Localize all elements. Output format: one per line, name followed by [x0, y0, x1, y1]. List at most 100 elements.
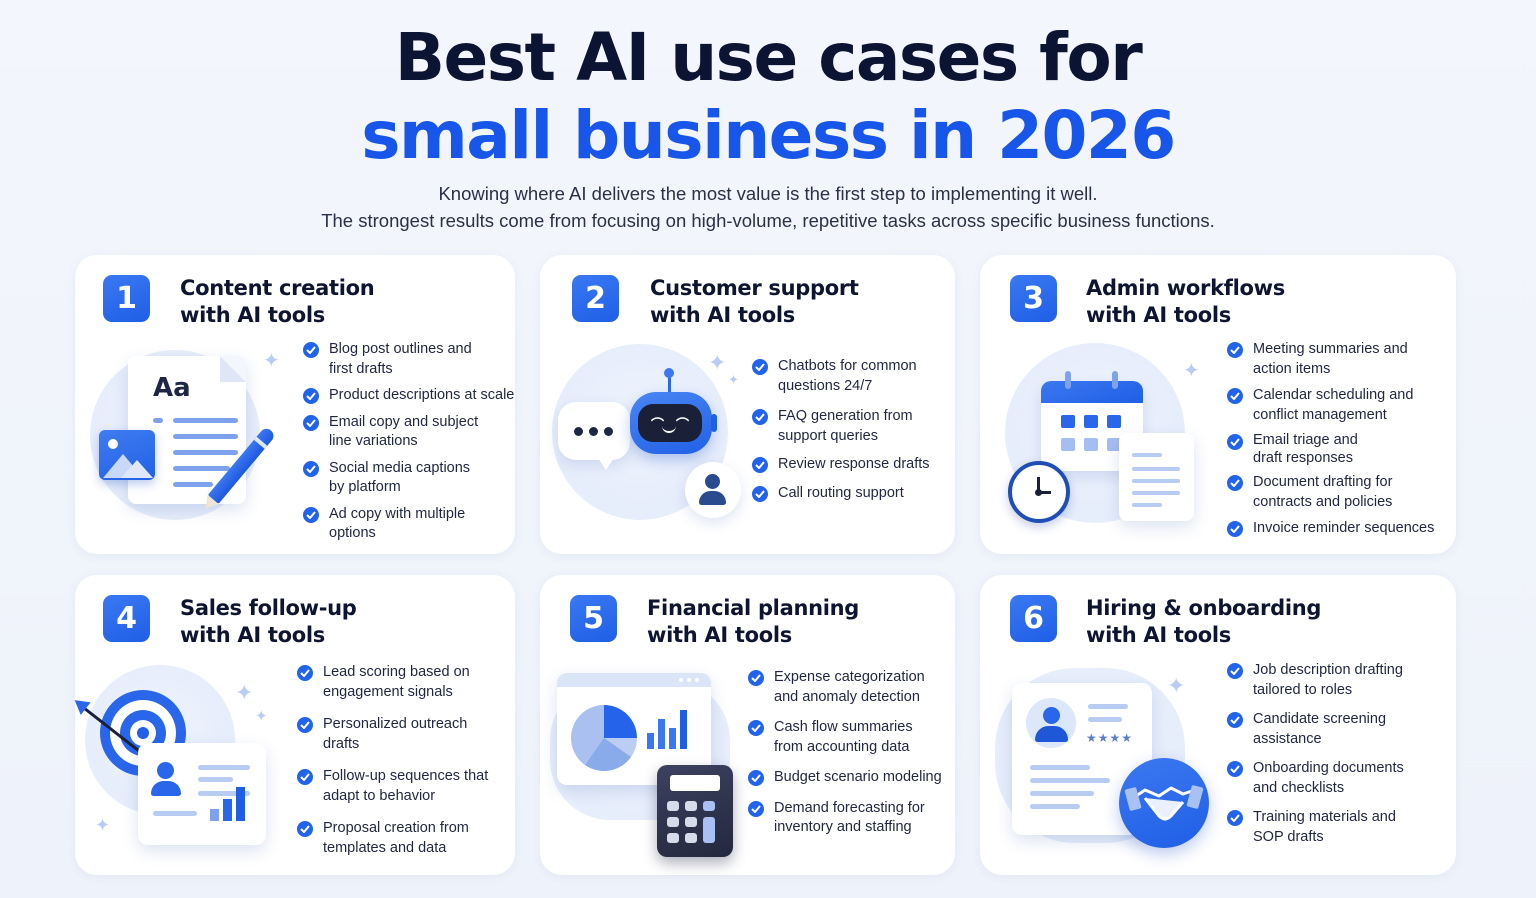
target-profile-chart-icon: ✦ ✦ ✦	[69, 665, 290, 855]
card-title-line-1: Financial planning	[647, 596, 860, 620]
check-circle-icon	[1227, 475, 1243, 491]
check-circle-icon	[1227, 810, 1243, 826]
card-hiring-onboarding: 6 Hiring & onboarding with AI tools ✦ ★★…	[980, 575, 1456, 875]
card-title-line-2: with AI tools	[650, 303, 795, 327]
list-item: Review response drafts	[752, 455, 930, 475]
profile-card-icon	[138, 743, 266, 845]
number-badge: 1	[103, 275, 150, 322]
check-circle-icon	[1227, 521, 1243, 537]
card-title-line-1: Sales follow-up	[180, 596, 357, 620]
subtitle-line-2: The strongest results come from focusing…	[321, 210, 1215, 231]
card-financial-planning: 5 Financial planning with AI tools	[540, 575, 955, 875]
list-item: Product descriptions at scale	[303, 386, 514, 406]
calendar-clock-document-icon: ✦	[1000, 343, 1210, 528]
user-avatar-icon	[685, 462, 741, 518]
font-sample-text: Aa	[153, 373, 191, 403]
list-item: Budget scenario modeling	[748, 768, 942, 788]
check-circle-icon	[303, 460, 319, 477]
card-title: Hiring & onboarding with AI tools	[1086, 595, 1321, 649]
image-icon	[99, 430, 155, 480]
calendar-icon	[1041, 371, 1143, 471]
check-circle-icon	[752, 485, 768, 502]
check-circle-icon	[748, 800, 764, 817]
page-title: Best AI use cases for	[394, 19, 1143, 96]
subtitle: Knowing where AI delivers the most value…	[0, 180, 1536, 234]
chatbot-robot-icon: ✦ ✦ ⌒ ⌒	[550, 340, 750, 525]
check-circle-icon	[297, 821, 313, 837]
check-circle-icon	[748, 770, 764, 786]
check-circle-icon	[1227, 434, 1243, 450]
header: Best AI use cases for small business in …	[0, 18, 1536, 234]
speech-bubble-icon	[558, 402, 630, 470]
check-circle-icon	[748, 670, 764, 686]
card-title-line-1: Content creation	[180, 276, 375, 300]
card-title-line-2: with AI tools	[180, 623, 325, 647]
check-circle-icon	[1227, 342, 1243, 358]
card-title: Customer support with AI tools	[650, 275, 859, 329]
check-circle-icon	[748, 720, 764, 736]
rating-stars: ★★★★	[1086, 731, 1134, 745]
check-circle-icon	[752, 409, 768, 425]
number-badge: 3	[1010, 275, 1057, 322]
pie-chart-icon	[571, 705, 637, 771]
handshake-icon	[1119, 758, 1209, 848]
list-item: Invoice reminder sequences	[1227, 519, 1434, 539]
check-circle-icon	[303, 506, 319, 523]
check-circle-icon	[752, 359, 768, 375]
card-title: Admin workflows with AI tools	[1086, 275, 1285, 329]
page-title-highlight: small business in 2026	[361, 97, 1176, 174]
number-badge: 2	[572, 275, 619, 322]
check-circle-icon	[303, 414, 319, 431]
check-circle-icon	[297, 769, 313, 785]
card-title-line-1: Hiring & onboarding	[1086, 596, 1322, 620]
number-badge: 5	[570, 595, 617, 642]
check-circle-icon	[297, 717, 313, 733]
clock-icon	[1008, 461, 1070, 523]
dashboard-window-icon	[557, 673, 711, 785]
card-title-line-2: with AI tools	[180, 303, 325, 327]
card-title: Financial planning with AI tools	[647, 595, 859, 649]
card-content-creation: 1 Content creation with AI tools ✦ Aa	[75, 255, 515, 554]
robot-head: ⌒ ⌒	[630, 368, 717, 454]
subtitle-line-1: Knowing where AI delivers the most value…	[438, 183, 1098, 204]
card-title-line-1: Admin workflows	[1086, 276, 1285, 300]
document-pencil-image-icon: ✦ Aa	[85, 340, 285, 525]
document-icon	[1119, 433, 1194, 521]
check-circle-icon	[1227, 761, 1243, 777]
check-circle-icon	[1227, 388, 1243, 404]
card-admin-workflows: 3 Admin workflows with AI tools ✦	[980, 255, 1456, 554]
card-title-line-2: with AI tools	[1086, 623, 1231, 647]
check-circle-icon	[297, 665, 313, 681]
list-item: Call routing support	[752, 484, 930, 504]
dashboard-calculator-icon	[550, 670, 750, 860]
card-customer-support: 2 Customer support with AI tools ✦ ✦ ⌒ ⌒	[540, 255, 955, 554]
card-title: Content creation with AI tools	[180, 275, 375, 329]
card-title-line-2: with AI tools	[1086, 303, 1231, 327]
